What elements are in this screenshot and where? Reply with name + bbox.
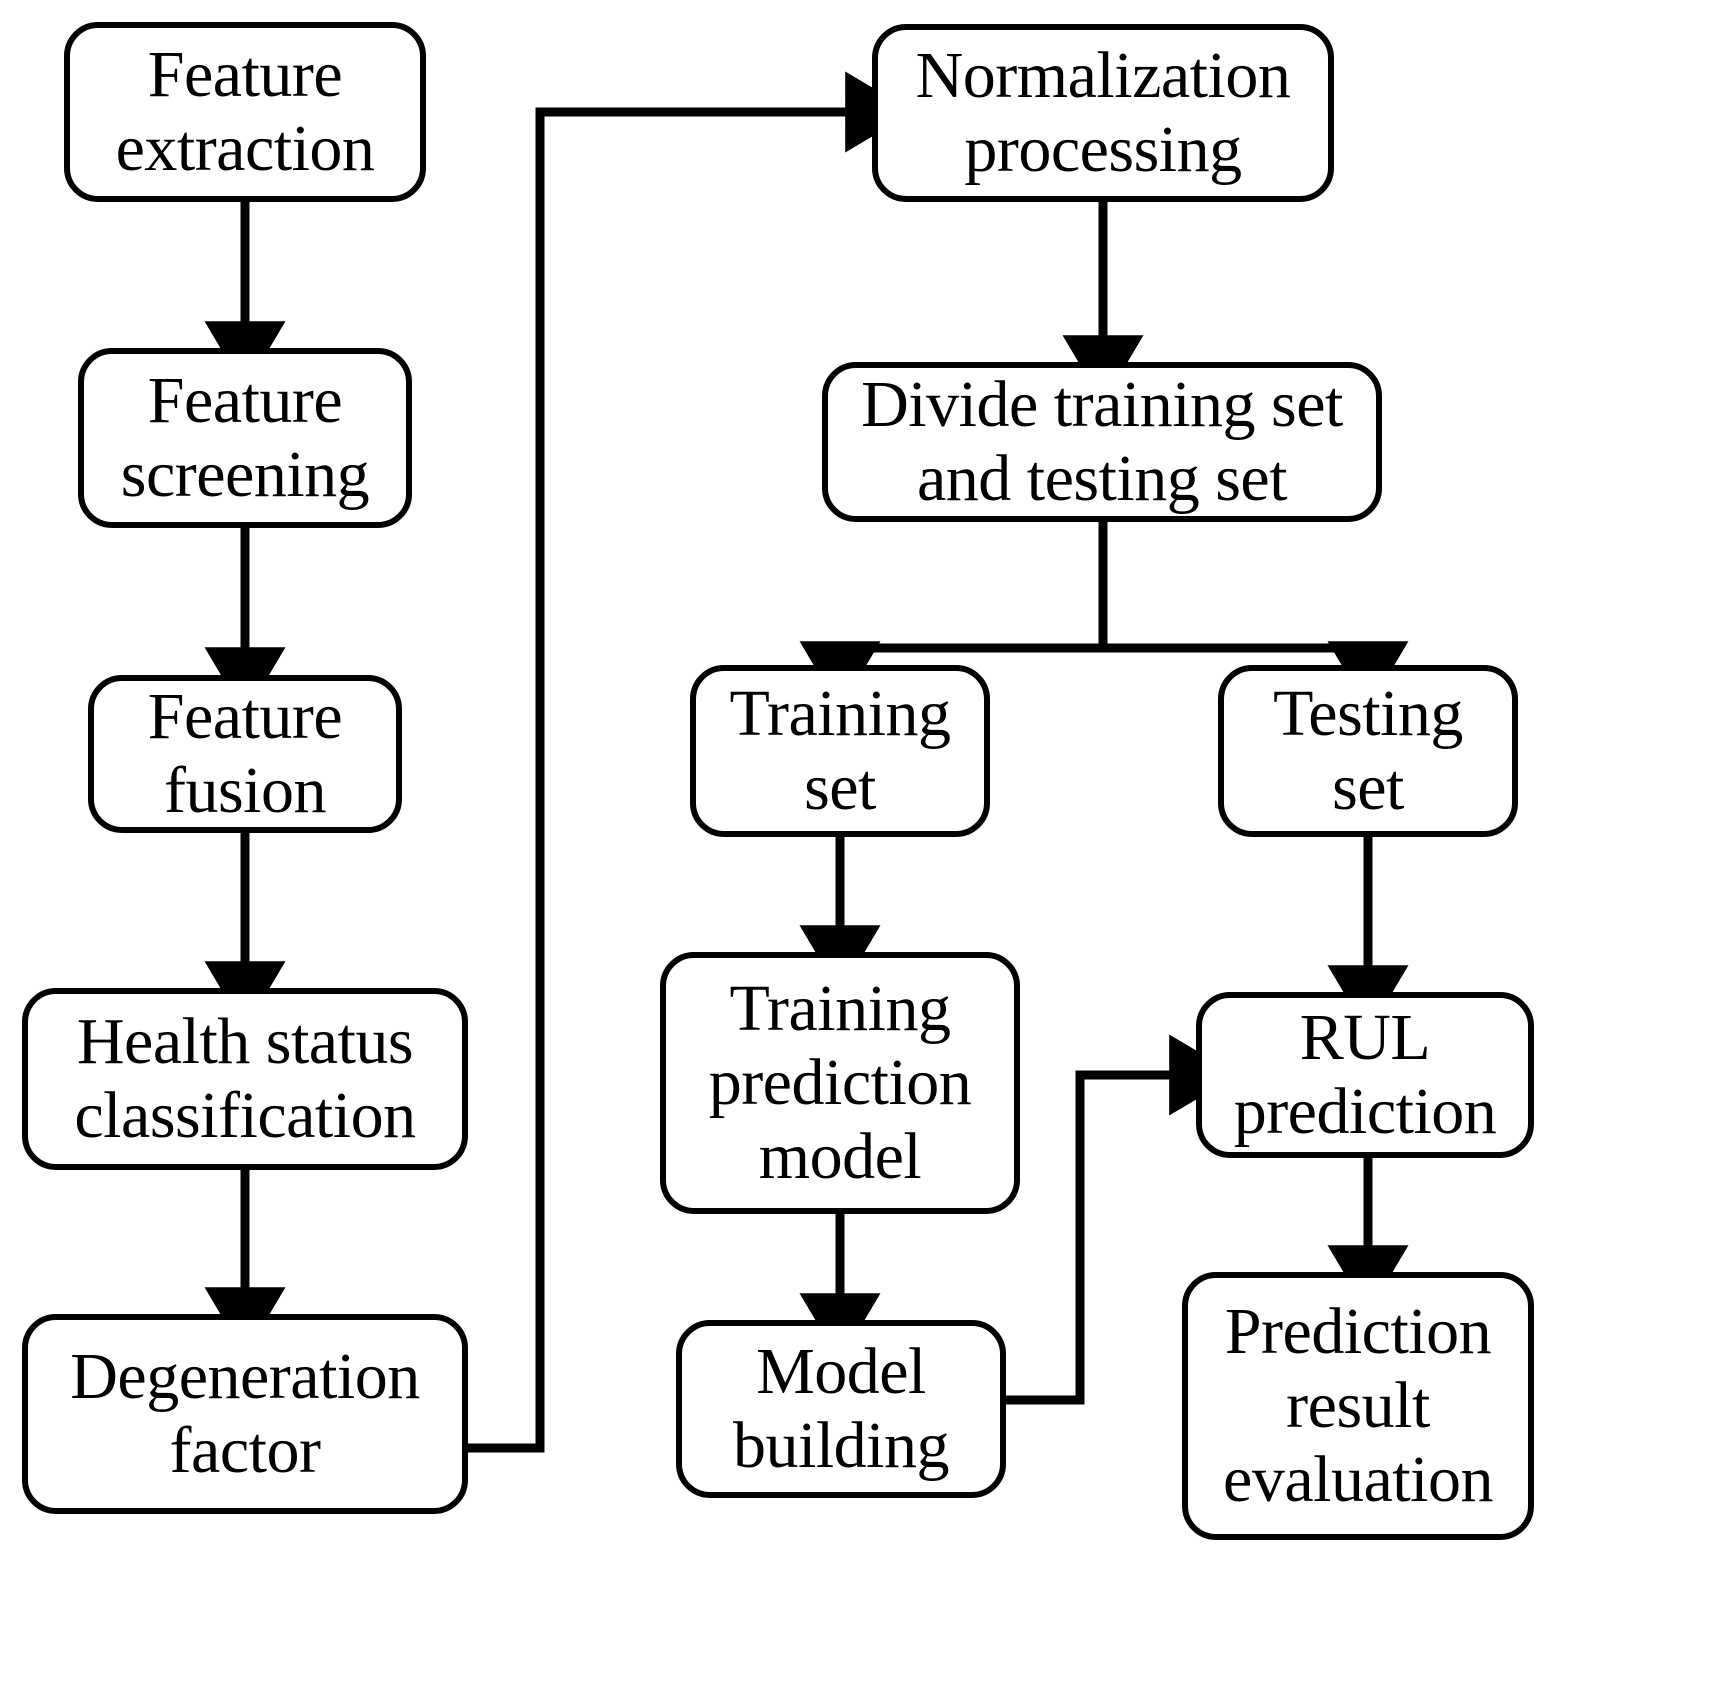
- node-training-prediction-model[interactable]: Training prediction model: [660, 952, 1020, 1214]
- node-health-status-classification[interactable]: Health status classification: [22, 988, 468, 1170]
- node-label: Feature fusion: [147, 680, 343, 827]
- node-prediction-result-evaluation[interactable]: Prediction result evaluation: [1182, 1272, 1534, 1540]
- node-label: Divide training set and testing set: [861, 368, 1343, 515]
- node-label: Feature extraction: [115, 38, 375, 185]
- node-label: Health status classification: [74, 1005, 416, 1152]
- node-normalization-processing[interactable]: Normalization processing: [872, 24, 1334, 202]
- node-testing-set[interactable]: Testing set: [1218, 665, 1518, 837]
- edge-divide-sets-bus: [840, 522, 1368, 653]
- node-feature-screening[interactable]: Feature screening: [78, 348, 412, 528]
- node-label: Model building: [732, 1335, 950, 1482]
- node-label: Testing set: [1273, 677, 1463, 824]
- edge-model-building-to-rul-prediction: [1006, 1034, 1238, 1405]
- node-divide-training-and-testing-set[interactable]: Divide training set and testing set: [822, 362, 1382, 522]
- node-label: Prediction result evaluation: [1223, 1295, 1493, 1516]
- node-label: RUL prediction: [1233, 1001, 1497, 1148]
- node-feature-extraction[interactable]: Feature extraction: [64, 22, 426, 202]
- node-label: Training set: [729, 677, 951, 824]
- node-feature-fusion[interactable]: Feature fusion: [88, 675, 402, 833]
- node-label: Feature screening: [120, 364, 370, 511]
- node-training-set[interactable]: Training set: [690, 665, 990, 837]
- node-rul-prediction[interactable]: RUL prediction: [1196, 992, 1534, 1158]
- node-degeneration-factor[interactable]: Degeneration factor: [22, 1314, 468, 1514]
- node-model-building[interactable]: Model building: [676, 1320, 1006, 1498]
- node-label: Normalization processing: [915, 39, 1291, 186]
- node-label: Degeneration factor: [70, 1340, 420, 1487]
- node-label: Training prediction model: [708, 972, 972, 1193]
